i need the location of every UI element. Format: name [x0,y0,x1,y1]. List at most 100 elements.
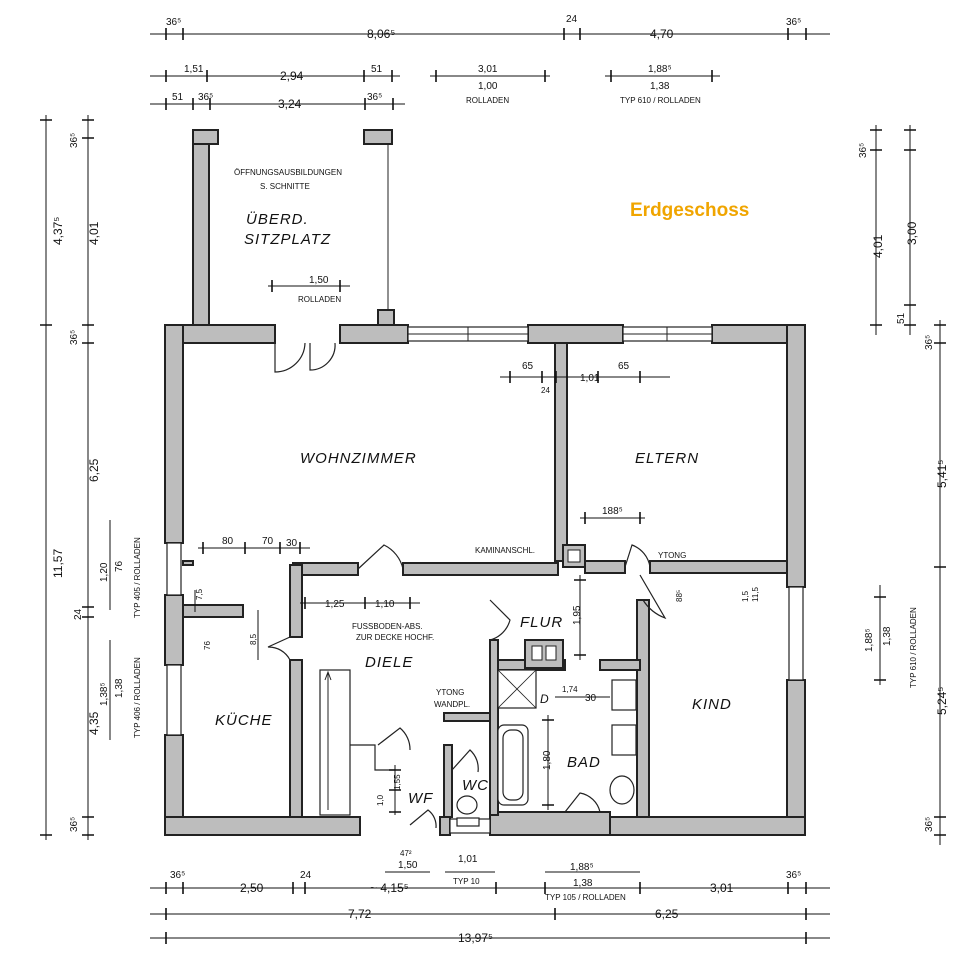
dim-324: 3,24 [278,97,302,111]
wall-flur-bad-b [599,659,641,671]
dim-13975: 13,97⁵ [458,931,493,945]
dim-885: 88⁵ [675,590,684,602]
door-sitzplatz-2 [309,342,336,371]
outer-wall-top-b [339,324,409,344]
sink-2 [611,724,637,756]
outer-wall-right-b [786,679,806,836]
label-wf: WF [408,790,433,807]
label-wohnzimmer: WOHNZIMMER [300,450,417,467]
dim-typ610-top: TYP 610 / ROLLADEN [620,96,701,105]
dim-195: 1,95 [572,605,583,625]
dim-4375: 4,37⁵ [51,217,65,245]
door-wf [377,727,411,751]
dim-150-sitz: 1,50 [309,275,329,286]
label-kind: KIND [692,696,732,713]
dim-left-24: 24 [73,608,84,620]
door-kueche [267,636,291,661]
note-ytong-wand-1: YTONG [436,688,464,697]
dim-85: 8,5 [249,633,258,645]
dim-typ406: TYP 406 / ROLLADEN [133,657,142,738]
label-eltern: ELTERN [635,450,699,467]
sitzplatz-wall-top-right [363,129,393,145]
dim-bot-36a: 36⁵ [170,870,185,881]
note-oeffnung: ÖFFNUNGSAUSBILDUNGEN [234,168,342,177]
dim-138-top: 1,38 [650,81,670,92]
dim-110: 1,10 [375,599,395,610]
door-wf-2 [409,809,437,829]
plan-title: Erdgeschoss [630,200,749,221]
dim-bot-24: 24 [300,870,312,881]
dim-right-36a: 36⁵ [858,143,869,158]
dim-1885-top: 1,88⁵ [648,64,672,75]
outer-wall-left-a [164,324,184,544]
toilet-tank [456,817,480,827]
stairs [319,669,351,816]
label-kueche: KÜCHE [215,711,273,729]
dim-1157: 11,57 [51,549,65,578]
dim-1885-right: 1,88⁵ [864,628,875,652]
dim-294: 2,94 [280,69,304,83]
dim-138-left: 1,38 [114,678,125,698]
dim-1885-eltern: 188⁵ [602,506,623,517]
dim-right-36c: 36⁵ [924,817,935,832]
room-labels: ÜBERD. SITZPLATZ WOHNZIMMER ELTERN DIELE… [215,200,749,807]
wall-wohn-eltern [554,342,568,562]
door-sitzplatz [274,342,306,373]
dim-10: 1,0 [376,794,385,806]
dim-76-kueche: 76 [203,641,212,650]
outer-wall-bottom-a [164,816,361,836]
wall-kueche-top [182,604,244,618]
wall-diele-left-a [289,564,303,638]
label-flur: FLUR [520,614,563,631]
dim-155: 1,55 [393,774,402,790]
dim-bot-36b: 36⁵ [786,870,801,881]
wall-wf-wc [443,744,453,818]
sink-1 [611,679,637,711]
wall-eltern-flur [584,560,626,574]
dim-65b: 65 [618,361,630,372]
outer-wall-top-c [527,324,624,344]
label-bad: BAD [567,754,601,771]
dim-top-24: 24 [566,14,578,25]
dim-top-36b: 36⁵ [786,17,801,28]
dim-120: 1,20 [99,562,110,582]
dim-15: 1,5 [741,590,750,602]
dim-left-36a: 36⁵ [69,133,80,148]
dim-24-wohn: 24 [541,386,550,395]
dim-138-right: 1,38 [882,626,893,646]
dimension-labels: 36⁵ 8,06⁵ 24 4,70 36⁵ 1,51 2,94 51 3,01 … [51,14,949,945]
dim-174: 1,74 [562,685,578,694]
dim-125: 1,25 [325,599,345,610]
dim-625-bot: 6,25 [655,907,679,921]
dim-typ105: TYP 105 / ROLLADEN [545,893,626,902]
dim-1385: 1,38⁵ [99,682,110,706]
outer-wall-left-b [164,594,184,666]
wall-kueche-diele [289,659,303,818]
dim-51b: 51 [172,92,184,103]
dim-51: 51 [371,64,383,75]
door-wc [451,749,479,773]
window-kind [788,586,804,681]
note-ytong-wand-2: WANDPL. [434,700,470,709]
dim-top-806: 8,06⁵ [367,27,395,41]
dim-51-right: 51 [896,312,907,324]
note-kamin: KAMINANSCHL. [475,546,535,555]
window-typ405 [166,542,182,596]
dim-rolladen-sitz: ROLLADEN [298,295,341,304]
dim-151: 1,51 [184,64,204,75]
dim-150-bot: 1,50 [398,860,418,871]
dim-75: 7,5 [195,588,204,600]
wall-wohn-diele-b [402,562,559,576]
dim-5245: 5,24⁵ [935,687,949,715]
dim-401-right: 4,01 [871,234,885,258]
dim-left-36c: 36⁵ [69,817,80,832]
dim-left-36b: 36⁵ [69,330,80,345]
dim-65a: 65 [522,361,534,372]
window-typ406 [166,664,182,736]
dim-typ405: TYP 405 / ROLLADEN [133,537,142,618]
notes: ÖFFNUNGSAUSBILDUNGEN S. SCHNITTE FUSSBOD… [234,168,686,709]
door-kind [639,574,667,620]
dim-138-bot: 1,38 [573,878,593,889]
dim-101-wohn: 1,01 [580,373,600,384]
